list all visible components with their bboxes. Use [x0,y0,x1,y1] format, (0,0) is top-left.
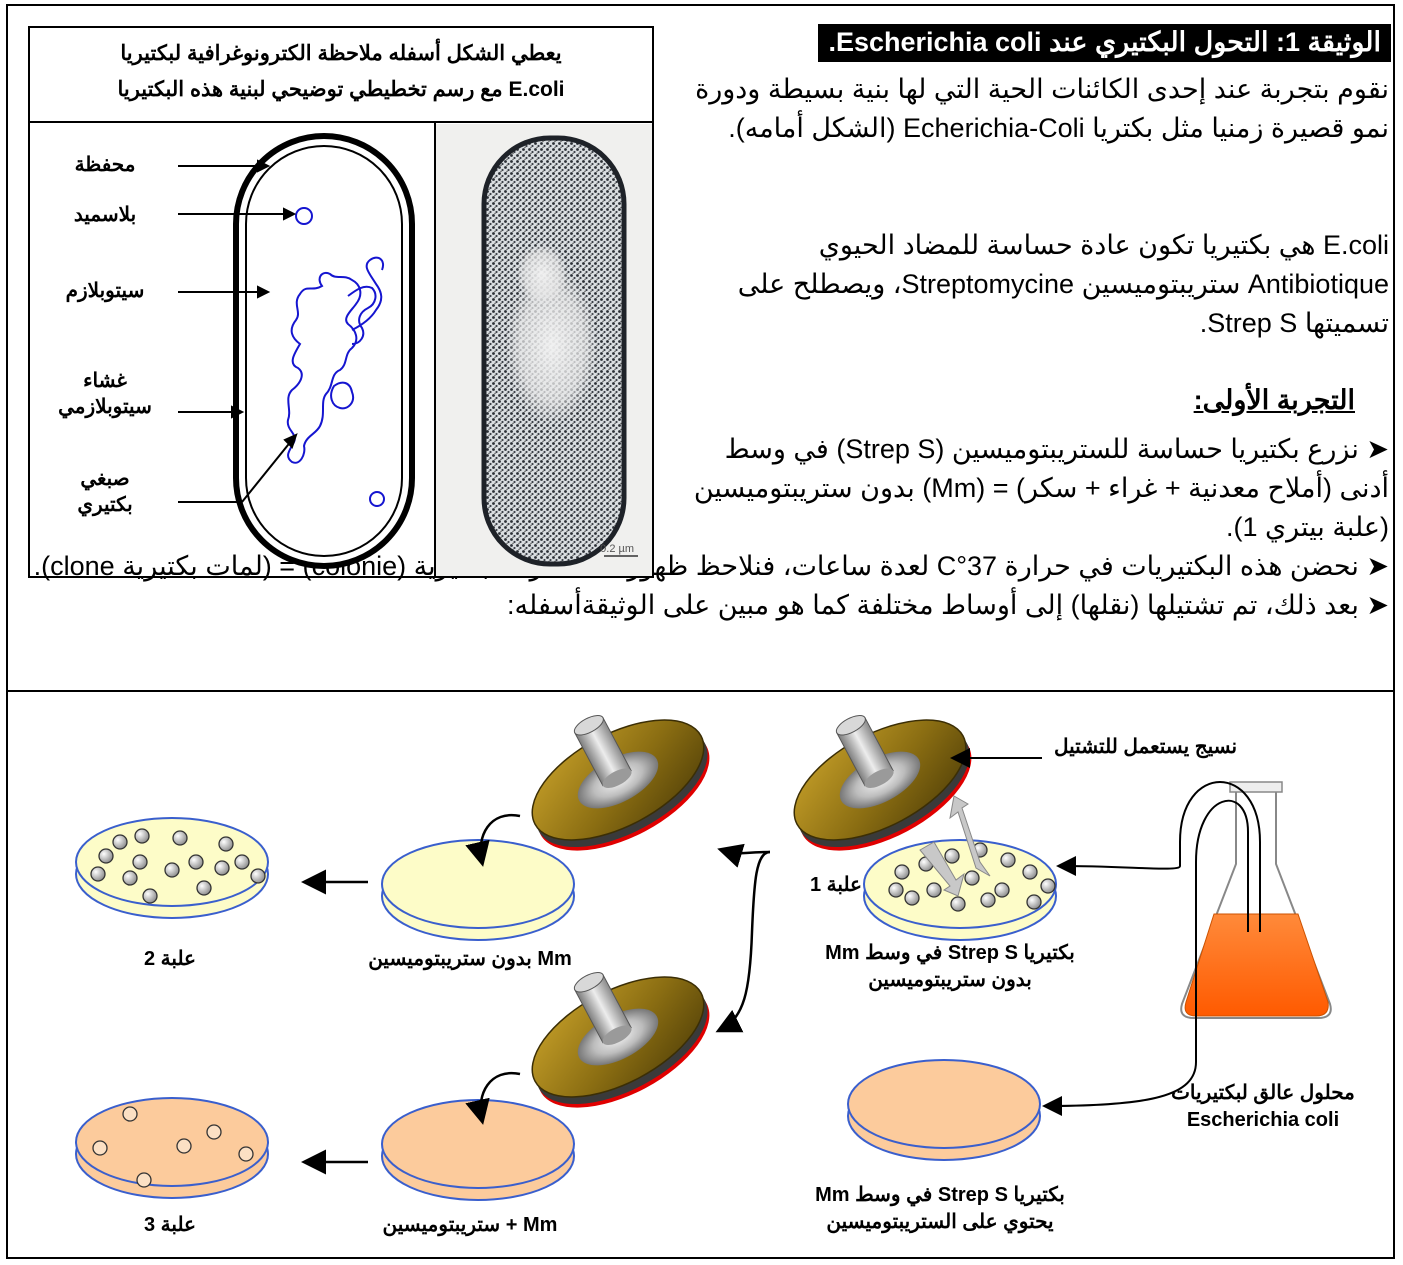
label-chromosome: صبغي بكتيري [40,466,170,518]
plate-mm-with-label: Mm + ستريبتوميسين [340,1212,600,1239]
micrograph-nucleoid-upper [516,244,568,304]
replica-plating-diagram [0,692,1403,1262]
intro-paragraph-1: نقوم بتجربة عند إحدى الكائنات الحية التي… [689,70,1389,148]
bacteria-figure-box: يعطي الشكل أسفله ملاحظة الكترونوغرافية ل… [28,26,654,578]
experiment-heading: التجربة الأولى: [1194,385,1355,416]
figure-caption-line-1: يعطي الشكل أسفله ملاحظة الكترونوغرافية ل… [30,36,652,72]
label-membrane-line-2: سيتوبلازمي [40,394,170,420]
source-plate-2-line-2: يحتوي على الستريبتوميسين [770,1209,1110,1236]
intro-text-2: E.coli هي بكتيريا تكون عادة حساسة للمضاد… [689,226,1389,343]
box-3-label: علبة 3 [120,1212,220,1239]
bullet-arrow-icon: ➤ [1366,590,1389,620]
label-capsule: محفظة [40,152,170,178]
bullet-arrow-icon: ➤ [1366,551,1389,581]
figure-caption: يعطي الشكل أسفله ملاحظة الكترونوغرافية ل… [30,28,652,123]
box-2-label: علبة 2 [120,946,220,973]
plate-mm-with [382,1100,574,1200]
scale-bar-label: 0.2 µm [600,543,634,555]
bullet-arrow-icon: ➤ [1366,434,1389,464]
intro-text-1: نقوم بتجربة عند إحدى الكائنات الحية التي… [689,70,1389,148]
label-membrane: غشاء سيتوبلازمي [40,368,170,420]
label-membrane-line-1: غشاء [40,368,170,394]
transfer-arrow-top [722,850,770,853]
source-plate-1-line-1: بكتيريا Strep S في وسط Mm [790,940,1110,967]
source-plate-2-line-1: بكتيريا Strep S في وسط Mm [770,1182,1110,1209]
figure-caption-line-2: E.coli مع رسم تخطيطي توضيحي لبنية هذه ال… [30,72,652,108]
bullet-item-1: ➤ نزرع بكتيريا حساسة للستريبتوميسين (Str… [689,430,1389,547]
flask-icon [1181,782,1331,1018]
flask-label: محلول عالق لبكتيريات Escherichia coli [1148,1080,1378,1134]
source-plate-1-label: بكتيريا Strep S في وسط Mm بدون ستريبتومي… [790,940,1110,994]
label-chromosome-line-2: بكتيري [40,492,170,518]
plate-mm-without [382,840,574,940]
bullet-text-3: بعد ذلك، تم تشتيلها (نقلها) إلى أوساط مخ… [507,590,1359,620]
intro-paragraph-2: E.coli هي بكتيريا تكون عادة حساسة للمضاد… [689,226,1389,343]
label-chromosome-line-1: صبغي [40,466,170,492]
source-plate-2-label: بكتيريا Strep S في وسط Mm يحتوي على الست… [770,1182,1110,1236]
bullet-item-3: ➤ بعد ذلك، تم تشتيلها (نقلها) إلى أوساط … [19,586,1389,625]
plate-mm-without-label: Mm بدون ستريبتوميسين [340,946,600,973]
flask-label-line-2: Escherichia coli [1148,1107,1378,1134]
label-cytoplasm: سيتوبلازم [40,278,170,304]
bullet-text-1: نزرع بكتيريا حساسة للستريبتوميسين (Strep… [694,434,1389,542]
transfer-arrow-bottom [720,852,770,1030]
flask-label-line-1: محلول عالق لبكتيريات [1148,1080,1378,1107]
plate-source-streptomycin [848,1060,1040,1160]
box-1-label: علبة 1 [810,872,862,899]
velvet-stamp-top [503,692,729,875]
source-plate-1-line-2: بدون ستريبتوميسين [790,967,1110,994]
document-title: الوثيقة 1: التحول البكتيري عند Escherich… [818,24,1391,62]
velvet-label: نسيج يستعمل للتشتيل [1054,734,1237,761]
capsule-outline [236,136,412,566]
label-plasmid: بلاسميد [40,202,170,228]
